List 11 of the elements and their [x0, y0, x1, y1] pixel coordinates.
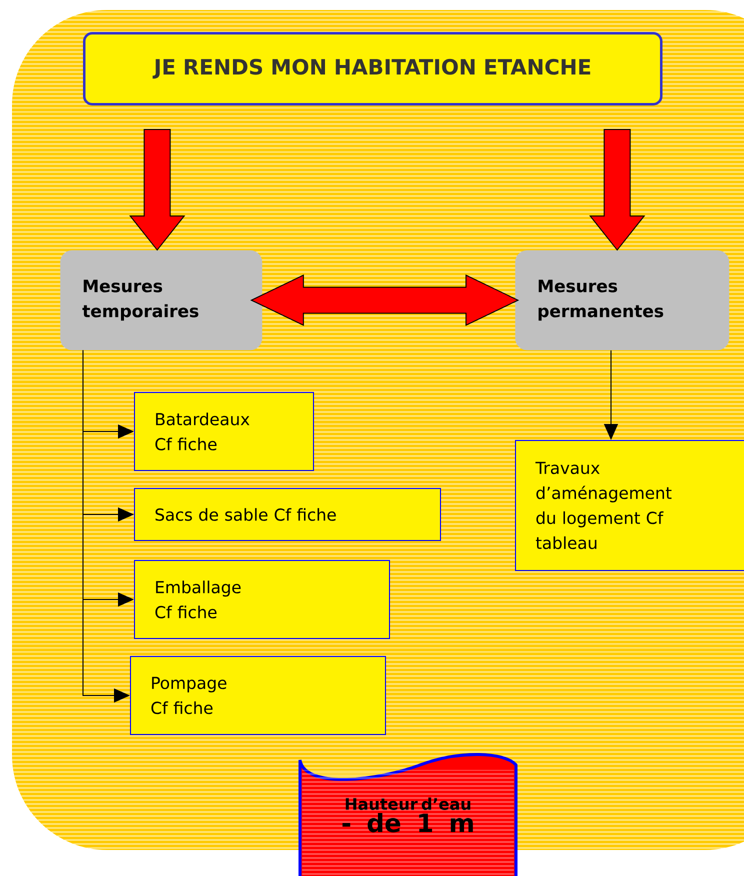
measure-box: Pompage Cf fiche [130, 656, 386, 735]
category-box: Mesures temporaires [60, 250, 262, 350]
measure-box: Travaux d’aménagement du logement Cf tableau [515, 440, 744, 571]
banner: Hauteur d’eau - de 1 m [298, 753, 518, 876]
measure-box: Emballage Cf fiche [134, 560, 390, 639]
title-box: JE RENDS MON HABITATION ETANCHE [83, 32, 662, 106]
category-box: Mesures permanentes [515, 250, 730, 350]
block-arrow [589, 129, 646, 251]
measure-box: Sacs de sable Cf fiche [134, 488, 441, 541]
block-arrow [129, 129, 186, 251]
measure-box: Batardeaux Cf fiche [134, 392, 314, 471]
